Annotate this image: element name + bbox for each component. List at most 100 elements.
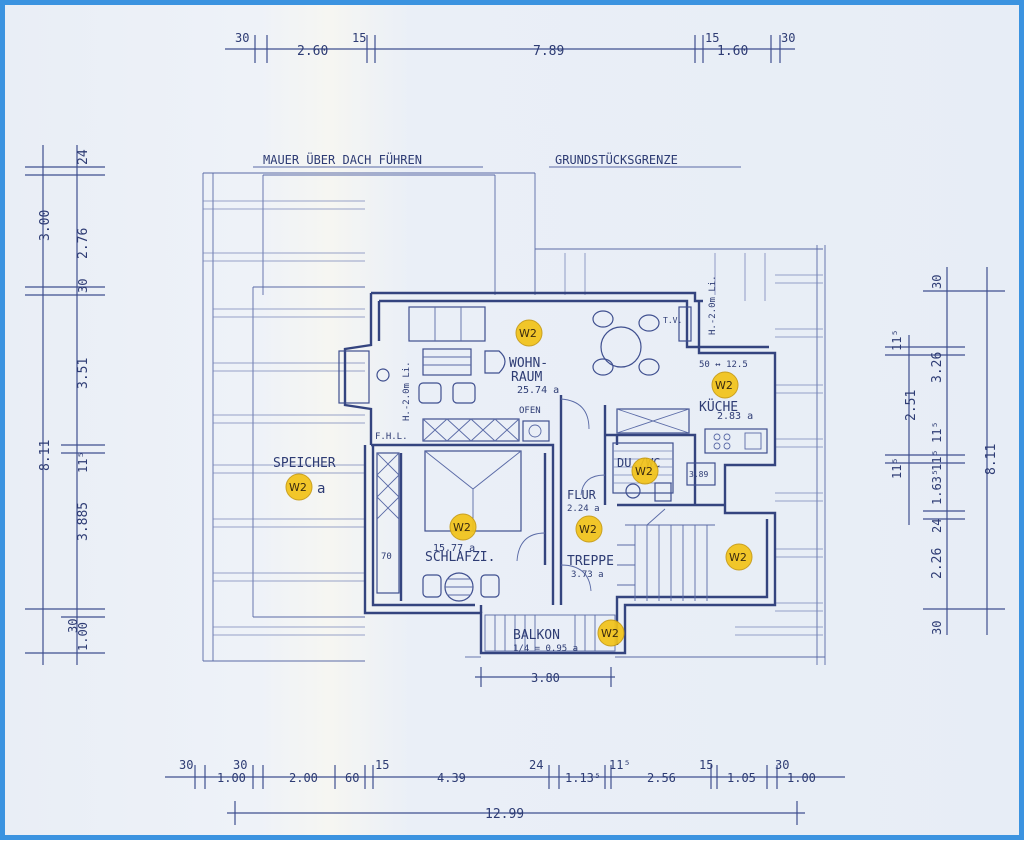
svg-text:W2: W2: [579, 523, 597, 536]
top-dimension-line: 30 2.60 15 7.89 15 1.60 30: [225, 31, 795, 63]
dim-bottom-2: 1.00: [217, 771, 246, 785]
floor-plan-drawing: 30 2.60 15 7.89 15 1.60 30 3.00 8.11 24 …: [25, 31, 1005, 825]
dim-bottom-1: 30: [179, 758, 193, 772]
height-kitchen-label: H.-2.0m Li.: [708, 275, 718, 335]
dim-right-inner-3: 11⁵: [930, 421, 944, 443]
roof-structure: MAUER ÜBER DACH FÜHREN GRUNDSTÜCKSGRENZE: [202, 151, 826, 665]
w2-marker-kueche: W2: [711, 371, 739, 399]
chair-icon: [484, 350, 506, 374]
dining-chair-icon: [638, 358, 660, 376]
svg-text:W2: W2: [519, 327, 537, 340]
dining-chair-icon: [638, 314, 660, 332]
room-name-treppe: TREPPE: [567, 554, 614, 569]
room-name-speicher: SPEICHER: [273, 456, 336, 471]
room-area-wohnraum: 25.74 a: [517, 385, 559, 396]
dim-top-3: 15: [352, 31, 366, 45]
cabinet-icon: [422, 418, 520, 442]
dim-top-2: 2.60: [297, 44, 328, 59]
dim-bottom-15: 1.00: [787, 771, 816, 785]
tv-icon: [678, 306, 692, 342]
fhl-label: F.H.L.: [375, 432, 408, 442]
room-name-wohnraum: WOHN-: [509, 356, 548, 371]
seventy-label: 70: [381, 552, 392, 562]
dim-bottom-10: 11⁵: [609, 758, 631, 772]
room-area-kueche: 2.83 a: [717, 411, 753, 422]
dim-top-1: 30: [235, 31, 249, 45]
left-dimension-lines: 3.00 8.11 24 2.76 30 3.51 11⁵ 3.885 1.00…: [25, 145, 105, 665]
dim-right-inner-6: 2.26: [930, 548, 945, 579]
sofa-icon: [408, 306, 486, 342]
oven-icon: [522, 420, 550, 442]
dim-bottom-11: 2.56: [647, 771, 676, 785]
kitchen-counter-icon: [616, 408, 690, 434]
dim-bottom-12: 15: [699, 758, 713, 772]
shower-area-icon: [612, 442, 674, 494]
dim-right-outer-3: 8.11: [984, 444, 999, 475]
oven-label: OFEN: [519, 406, 541, 416]
w2-marker-wohnraum: W2: [515, 319, 543, 347]
coffee-table-icon: [422, 348, 472, 376]
toilet-icon: [625, 483, 641, 499]
sink-icon: [654, 482, 672, 502]
dim-right-inner-5: 24: [930, 519, 944, 533]
dining-table-icon: [600, 326, 642, 368]
dim-top-6: 1.60: [717, 44, 748, 59]
armchair-icon: [418, 382, 442, 404]
dining-chair-icon: [592, 310, 614, 328]
dim-right-extra-1: 11⁵: [890, 457, 904, 479]
dim-bottom-7: 4.39: [437, 771, 466, 785]
w2-marker-dusche: W2: [631, 457, 659, 485]
dim-left-extra: 3.885: [76, 502, 91, 541]
dim-right-inner-1: 11⁵: [890, 329, 904, 351]
bathtub-icon: [686, 462, 716, 486]
wall-note-label: MAUER ÜBER DACH FÜHREN: [263, 151, 422, 167]
dim-bottom-13: 1.05: [727, 771, 756, 785]
dim-left-inner-5: 11⁵: [76, 451, 90, 473]
dim-left-inner-1: 24: [76, 149, 91, 165]
dim-bottom-total: 12.99: [485, 807, 524, 822]
dim-bottom-6: 15: [375, 758, 389, 772]
dim-bottom-9: 1.13⁵: [565, 771, 601, 785]
annotations: H.-2.0m Li. H.-2.0m Li. F.H.L. T.V. OFEN…: [375, 275, 748, 562]
stove-icon: [704, 428, 768, 454]
interior-walls: [371, 395, 725, 605]
room-labels: WOHN- RAUM 25.74 a KÜCHE 2.83 a DU./WC F…: [273, 356, 753, 654]
dim-top-5: 15: [705, 31, 719, 45]
dim-right-inner-4: 1.63⁵: [930, 469, 944, 505]
dim-bottom-3: 30: [233, 758, 247, 772]
dim-balcony-width: 3.80: [531, 671, 560, 685]
shower-area-label: 3.89: [689, 470, 708, 479]
dim-bottom-5: 60: [345, 771, 359, 785]
dim-top-4: 7.89: [533, 44, 564, 59]
svg-text:W2: W2: [601, 627, 619, 640]
svg-text:W2: W2: [635, 465, 653, 478]
w2-markers: W2 a W2 W2 W2 W2 W2 W2 W2: [285, 319, 753, 647]
wardrobe-icon: [376, 452, 400, 594]
svg-text:W2: W2: [453, 521, 471, 534]
dim-bottom-4: 2.00: [289, 771, 318, 785]
dim-top-7: 30: [781, 31, 795, 45]
dim-left-inner-6: 1.00: [76, 622, 90, 651]
bedroom-chair-icon: [422, 574, 442, 598]
room-area-schlafzi: 15.77 a: [433, 543, 475, 554]
height-living-label: H.-2.0m Li.: [402, 361, 412, 421]
svg-text:W2: W2: [715, 379, 733, 392]
dim-right-extra-2: 11⁵: [930, 449, 944, 471]
room-name-schlafzi: SCHLAFZI.: [425, 550, 495, 565]
w2-marker-suffix: a: [317, 481, 325, 497]
w2-marker-schlafzi: W2: [449, 513, 477, 541]
room-area-treppe: 3.73 a: [571, 570, 604, 580]
exterior-walls: [343, 291, 777, 655]
svg-text:W2: W2: [729, 551, 747, 564]
kitchen-dims-label: 50 ↔ 12.5: [699, 360, 748, 370]
w2-marker-speicher: W2 a: [285, 473, 325, 501]
room-name-kueche: KÜCHE: [699, 398, 738, 415]
dim-right-inner-2: 2.51: [904, 390, 919, 421]
room-name-wohnraum-2: RAUM: [511, 370, 542, 385]
dim-left-inner-3: 30: [76, 279, 90, 293]
right-dimension-lines: 30 3.26 8.11 11⁵ 2.51 11⁵ 1.63⁵ 24 2.26 …: [885, 267, 1005, 635]
tv-label: T.V.: [663, 316, 682, 325]
w2-marker-flur: W2: [575, 515, 603, 543]
dim-right-inner-7: 30: [930, 621, 944, 635]
